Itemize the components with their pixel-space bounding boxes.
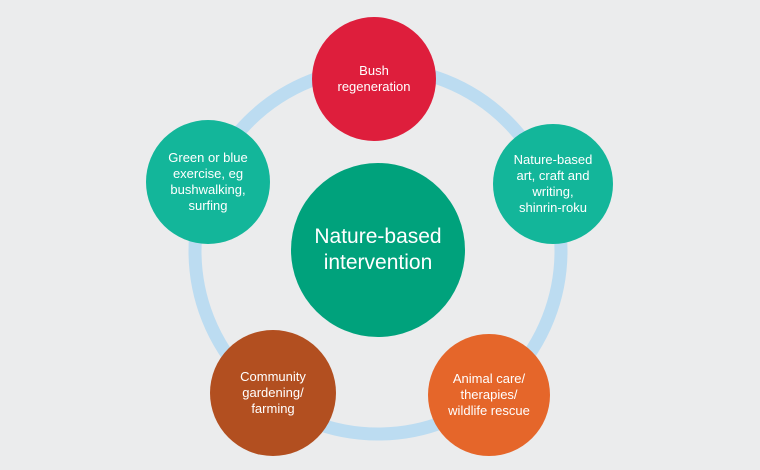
node-label: Bush regeneration [337, 63, 411, 94]
node-animal-care: Animal care/ therapies/ wildlife rescue [428, 334, 550, 456]
node-nature-based-art: Nature-based art, craft and writing, shi… [493, 124, 613, 244]
node-label: Green or blue exercise, eg bushwalking, … [168, 150, 248, 213]
center-node-nature-based-intervention: Nature-based intervention [291, 163, 465, 337]
node-bush-regeneration: Bush regeneration [312, 17, 436, 141]
node-green-blue-exercise: Green or blue exercise, eg bushwalking, … [146, 120, 270, 244]
center-node-label: Nature-based intervention [314, 225, 442, 274]
node-community-gardening: Community gardening/ farming [210, 330, 336, 456]
node-label: Nature-based art, craft and writing, shi… [513, 152, 593, 215]
node-label: Animal care/ therapies/ wildlife rescue [448, 371, 530, 418]
node-label: Community gardening/ farming [240, 369, 306, 416]
